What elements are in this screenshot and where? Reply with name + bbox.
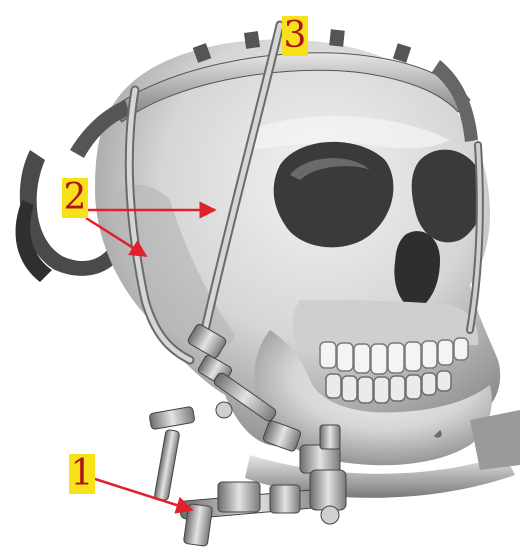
arrow-callout-1 [92,478,192,510]
callout-label-1: 1 [69,454,95,494]
callout-label-2: 2 [62,178,88,218]
callout-label-3: 3 [282,16,308,56]
